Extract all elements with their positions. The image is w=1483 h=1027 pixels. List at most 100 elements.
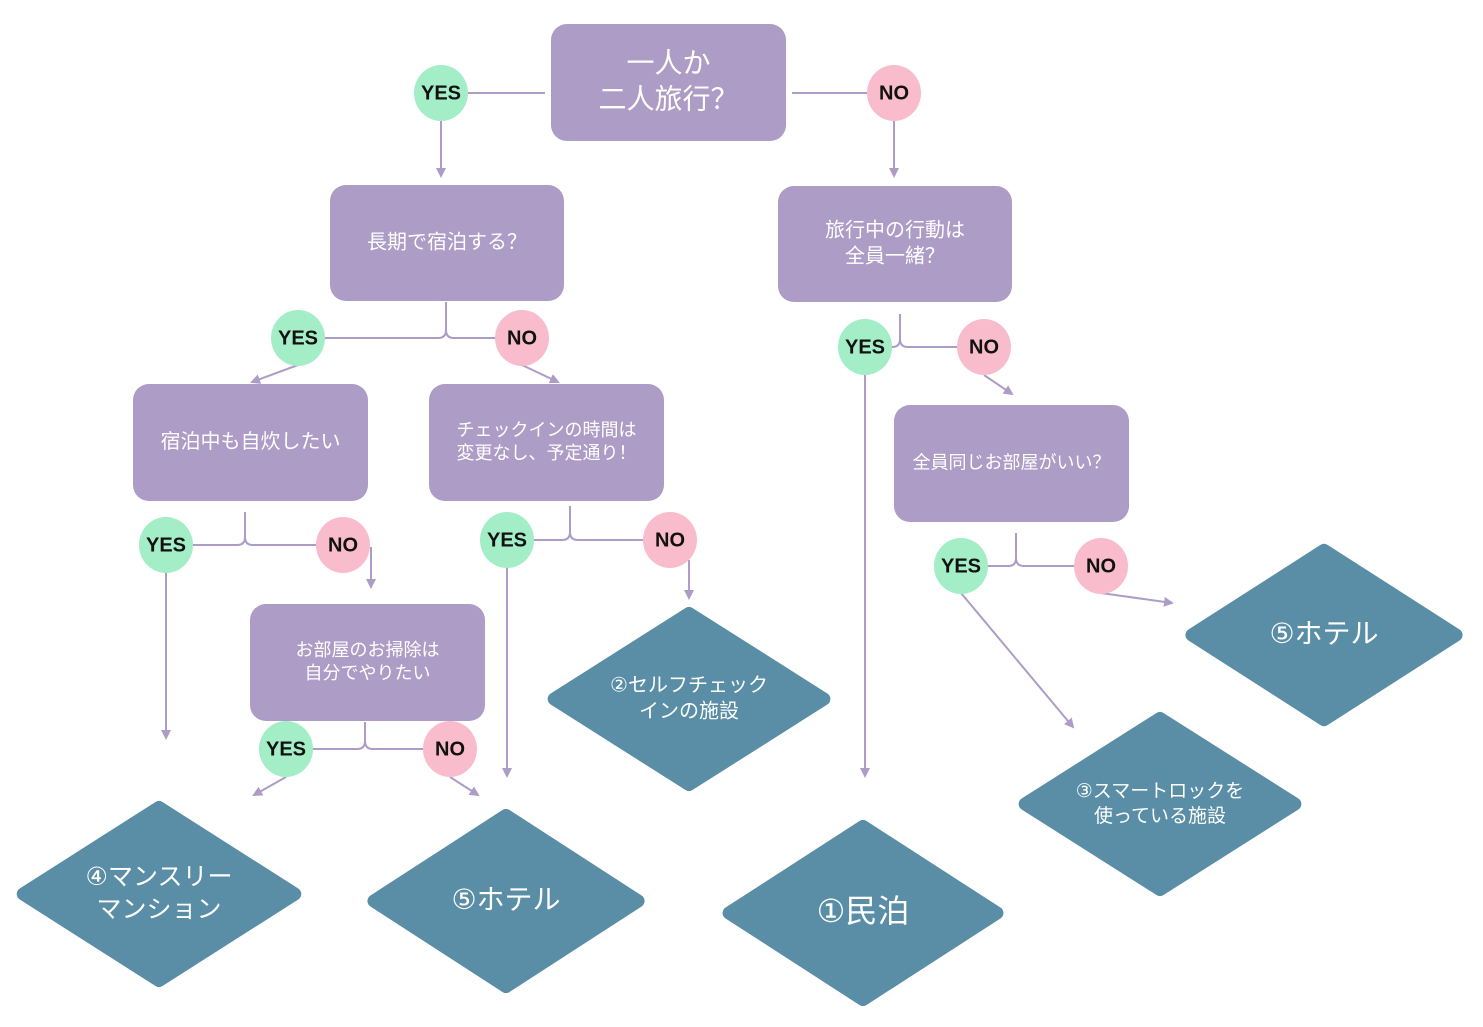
no-to-hotel-right-arrow xyxy=(1100,592,1174,607)
yes-badge-circle xyxy=(259,721,313,777)
no-badge-label: NO xyxy=(655,529,685,551)
question-text: 変更なし、予定通り！ xyxy=(457,443,637,464)
q7-branch xyxy=(286,722,450,750)
result-text: インの施設 xyxy=(639,699,739,723)
question-box-shape xyxy=(778,186,1012,302)
question-box-shape xyxy=(894,405,1129,522)
question-box-shape xyxy=(133,384,368,501)
no-badge: NO xyxy=(495,310,549,366)
question-text: 長期で宿泊する？ xyxy=(367,230,527,254)
yes-badge: YES xyxy=(934,538,988,594)
yes-badge-label: YES xyxy=(487,529,527,551)
connectors xyxy=(161,92,1174,797)
question-text: 二人旅行？ xyxy=(598,83,738,116)
yes-badge: YES xyxy=(414,65,468,121)
no-badge: NO xyxy=(316,517,370,573)
yes-badge-label: YES xyxy=(845,336,885,358)
yes-badge-label: YES xyxy=(421,82,461,104)
result-r_hotel_mid: ⑤ホテル xyxy=(367,808,645,994)
yes-badge-circle xyxy=(838,319,892,375)
question-text: 全員同じお部屋がいい？ xyxy=(913,453,1111,474)
question-text: お部屋のお掃除は xyxy=(296,640,440,661)
q4-branch xyxy=(166,512,343,546)
question-box-q2: 長期で宿泊する？ xyxy=(330,185,564,301)
no-badge-circle xyxy=(643,512,697,568)
yes-badge-label: YES xyxy=(278,327,318,349)
no-to-hotel-mid-arrow-2 xyxy=(449,776,480,797)
no-badge: NO xyxy=(957,319,1011,375)
no-badge-label: NO xyxy=(1086,555,1116,577)
answer-badges: YES NO YES NO YES NO YES NO YES NO YES NO YES NO xyxy=(139,65,1128,777)
question-text: 宿泊中も自炊したい xyxy=(161,429,341,453)
yes-badge: YES xyxy=(259,721,313,777)
yes-to-monthly-arrow-2 xyxy=(252,776,287,796)
question-text: 全員一緒？ xyxy=(845,244,945,268)
yes-badge-circle xyxy=(139,517,193,573)
question-box-shape xyxy=(551,24,786,141)
no-badge-label: NO xyxy=(969,336,999,358)
yes-badge-label: YES xyxy=(266,738,306,760)
no-badge-circle xyxy=(316,517,370,573)
no-badge-circle xyxy=(867,65,921,121)
question-box-shape xyxy=(429,384,664,501)
no-badge: NO xyxy=(867,65,921,121)
result-text: ③スマートロックを xyxy=(1076,780,1244,802)
yes-badge-circle xyxy=(480,512,534,568)
yes-to-q4-arrow xyxy=(250,364,299,384)
result-text: ⑤ホテル xyxy=(451,883,560,916)
question-box-q6: 全員同じお部屋がいい？ xyxy=(894,405,1129,522)
question-text: 一人か xyxy=(626,46,710,79)
result-text: ④マンスリー xyxy=(86,862,233,891)
yes-badge-circle xyxy=(271,310,325,366)
no-badge: NO xyxy=(423,721,477,777)
question-box-shape xyxy=(250,604,485,721)
yes-badge-circle xyxy=(934,538,988,594)
result-diamond-shape xyxy=(547,606,831,792)
q5-branch xyxy=(507,506,670,541)
yes-badge-label: YES xyxy=(146,534,186,556)
no-badge-circle xyxy=(495,310,549,366)
result-text: ①民泊 xyxy=(817,892,910,930)
yes-badge-label: YES xyxy=(941,555,981,577)
no-badge-circle xyxy=(957,319,1011,375)
no-badge: NO xyxy=(643,512,697,568)
no-badge-circle xyxy=(1074,538,1128,594)
no-badge-label: NO xyxy=(435,738,465,760)
q6-branch xyxy=(961,533,1101,567)
no-badge: NO xyxy=(1074,538,1128,594)
question-text: チェックインの時間は xyxy=(457,420,637,441)
result-diamond-shape xyxy=(722,819,1004,1006)
question-text: 自分でやりたい xyxy=(305,663,431,684)
result-text: 使っている施設 xyxy=(1094,805,1226,827)
result-r_minpaku: ①民泊 xyxy=(722,819,1004,1006)
result-text: マンション xyxy=(96,894,221,923)
q2-branch xyxy=(298,302,522,339)
yes-badge: YES xyxy=(271,310,325,366)
result-diamond-shape xyxy=(367,808,645,994)
no-to-q5-arrow xyxy=(521,364,560,384)
no-badge-circle xyxy=(423,721,477,777)
yes-badge: YES xyxy=(480,512,534,568)
result-text: ②セルフチェック xyxy=(610,673,768,697)
question-text: 旅行中の行動は xyxy=(825,218,965,242)
yes-badge: YES xyxy=(139,517,193,573)
yes-badge-circle xyxy=(414,65,468,121)
yes-to-smartlock-arrow xyxy=(960,592,1075,729)
q3-branch xyxy=(865,314,984,348)
no-to-q6-arrow xyxy=(983,374,1014,396)
result-diamond-shape xyxy=(1185,543,1463,727)
result-diamond-shape xyxy=(1018,711,1302,897)
result-text: ⑤ホテル xyxy=(1269,617,1378,650)
question-box-q4: 宿泊中も自炊したい xyxy=(133,384,368,501)
no-badge-label: NO xyxy=(879,82,909,104)
question-box-shape xyxy=(330,185,564,301)
